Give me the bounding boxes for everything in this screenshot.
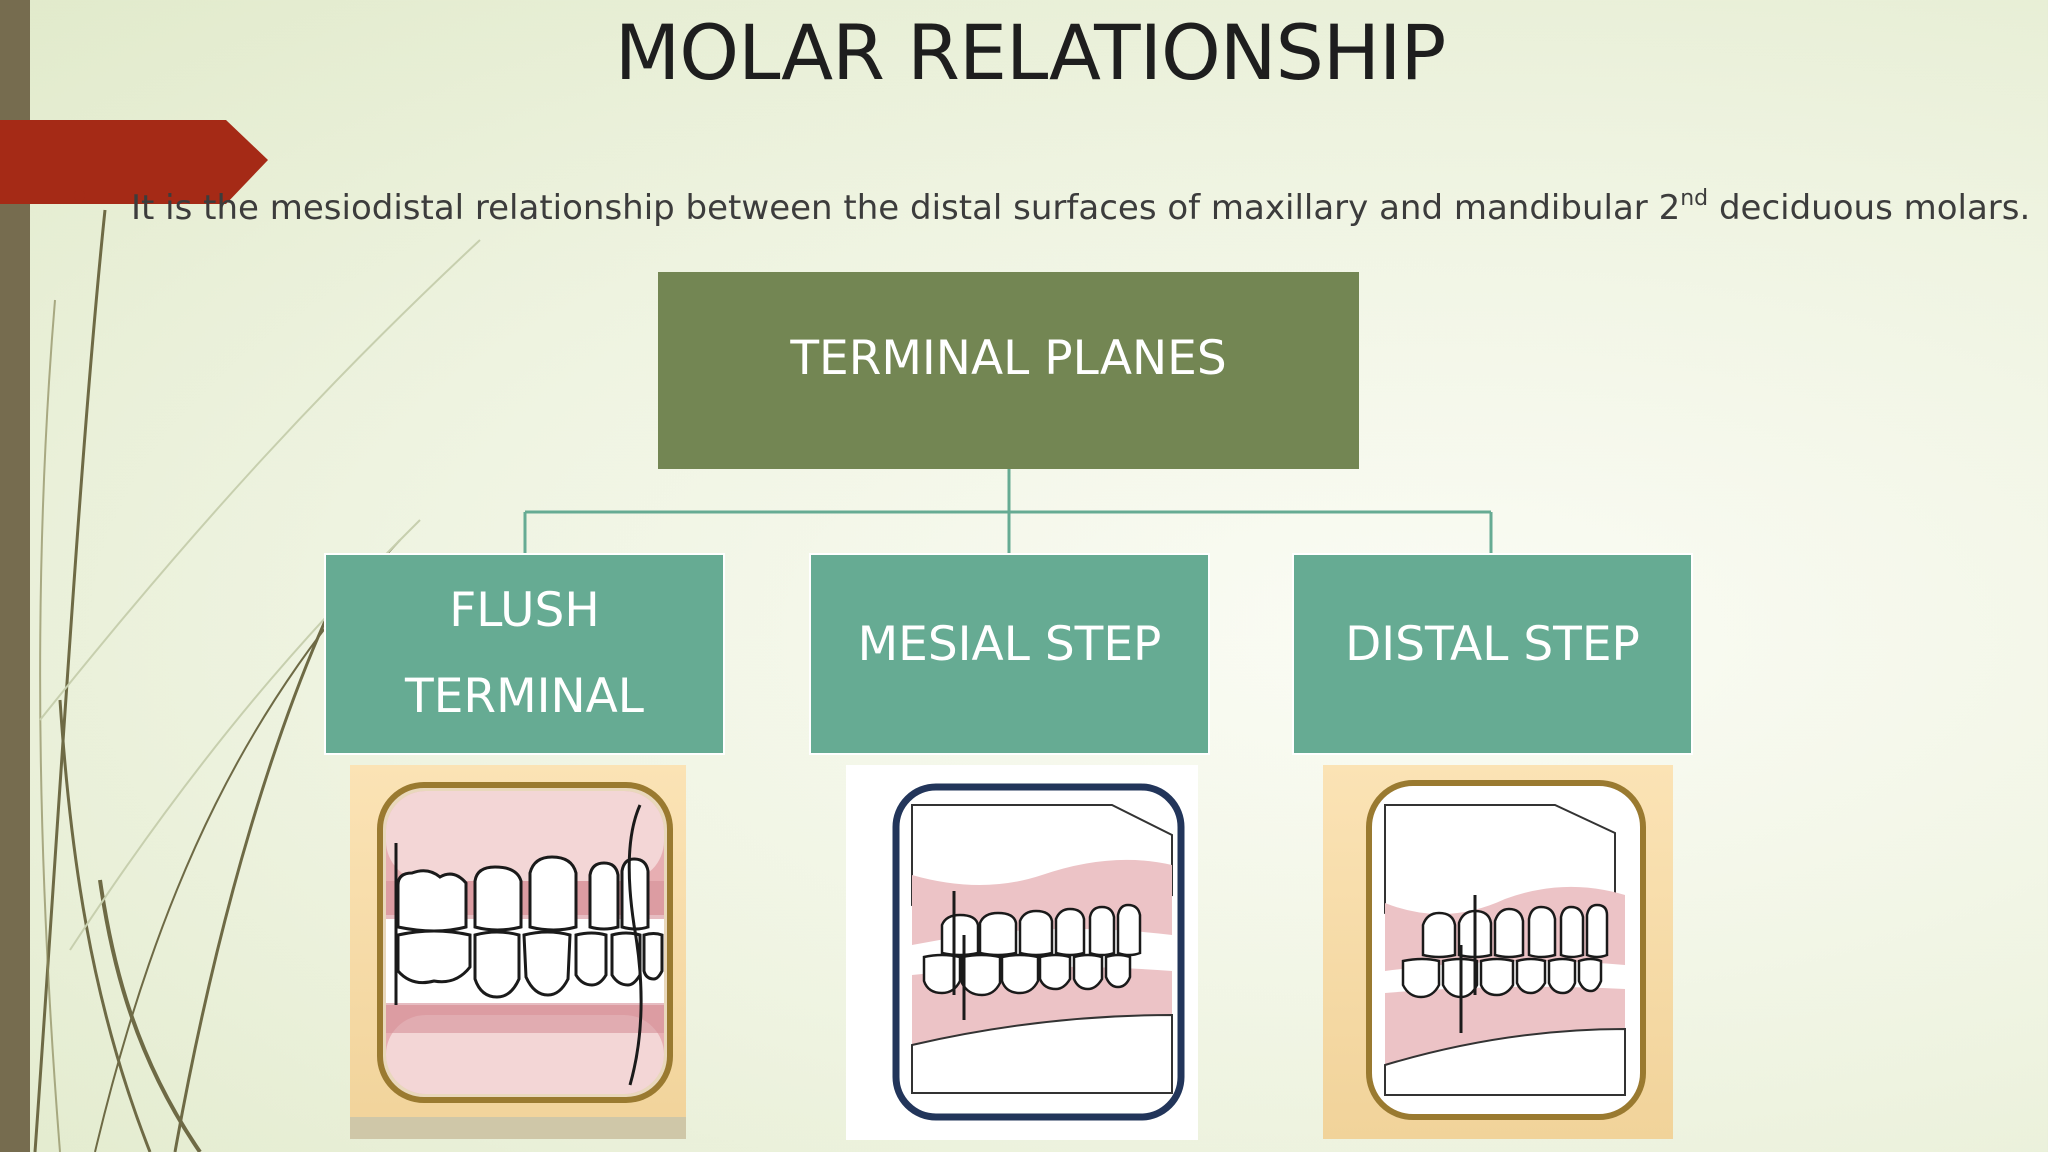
mesial-step-teeth-illustration: [846, 765, 1198, 1140]
bullet-text-superscript: nd: [1680, 186, 1709, 211]
flush-terminal-teeth-illustration: [350, 765, 686, 1139]
distal-step-box: DISTAL STEP: [1292, 553, 1693, 755]
distal-step-label: DISTAL STEP: [1345, 617, 1640, 672]
slide-title: MOLAR RELATIONSHIP: [614, 8, 1447, 97]
bullet-dot: [74, 190, 85, 201]
bullet-text: It is the mesiodistal relationship betwe…: [131, 186, 2031, 229]
terminal-planes-box: TERMINAL PLANES: [658, 272, 1359, 469]
flush-terminal-label-line2: TERMINAL: [405, 669, 644, 724]
bullet-text-end: deciduous molars.: [1708, 188, 2031, 228]
bullet-text-main: It is the mesiodistal relationship betwe…: [131, 188, 1681, 228]
mesial-step-label: MESIAL STEP: [857, 617, 1162, 672]
terminal-planes-label: TERMINAL PLANES: [790, 331, 1227, 386]
flush-terminal-label-line1: FLUSH: [449, 583, 600, 638]
flush-terminal-box: FLUSH TERMINAL: [324, 553, 725, 755]
distal-step-teeth-illustration: [1323, 765, 1673, 1139]
red-arrow-banner: [0, 120, 268, 204]
mesial-step-box: MESIAL STEP: [809, 553, 1210, 755]
